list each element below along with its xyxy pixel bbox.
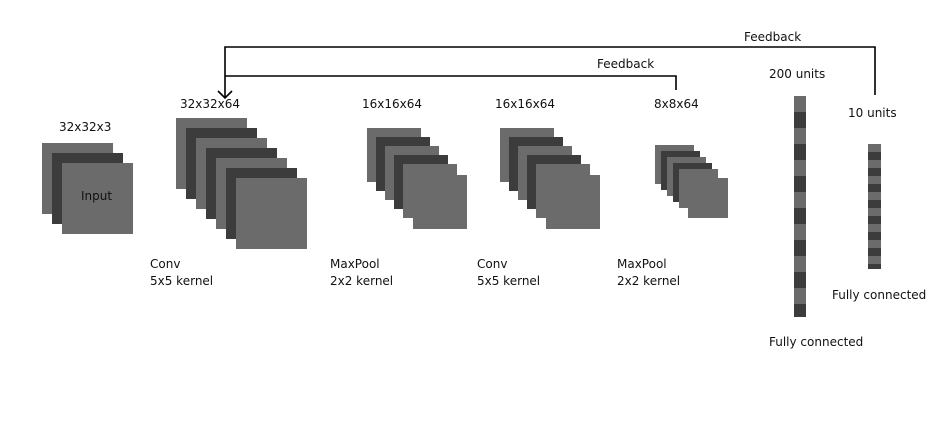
conv1-caption: Conv 5x5 kernel	[150, 257, 214, 288]
feedback-arrowhead-icon	[217, 90, 233, 100]
layer-pool1	[367, 128, 467, 229]
feedback-outer-label: Feedback	[744, 30, 802, 44]
pool1-dims-label: 16x16x64	[362, 97, 423, 111]
fc1-segment	[794, 96, 806, 112]
fc1-segment	[794, 192, 806, 208]
fc2-segment	[868, 208, 881, 216]
conv2-slice	[546, 175, 600, 229]
fc2-segment	[868, 216, 881, 224]
fc1-segment	[794, 240, 806, 256]
conv1-slice	[236, 178, 307, 249]
pool1-slice	[413, 175, 467, 229]
fc2-segment	[868, 264, 881, 269]
input-name-label: Input	[81, 189, 113, 203]
fc1-segment	[794, 144, 806, 160]
layer-conv1	[176, 118, 307, 249]
fc1-segment	[794, 112, 806, 128]
input-slice	[62, 163, 133, 234]
layer-input	[42, 143, 133, 234]
feedback-inner-line	[225, 75, 677, 90]
conv1-dims-label: 32x32x64	[180, 97, 241, 111]
fc2-segment	[868, 168, 881, 176]
layer-conv2	[500, 128, 600, 229]
pool1-caption: MaxPool 2x2 kernel	[330, 257, 394, 288]
feedback-inner-label: Feedback	[597, 57, 655, 71]
fc2-segment	[868, 192, 881, 200]
fc2-segment	[868, 240, 881, 248]
fc1-segment	[794, 160, 806, 176]
conv2-dims-label: 16x16x64	[495, 97, 556, 111]
fc2-segment	[868, 200, 881, 208]
fc2-segment	[868, 248, 881, 256]
fc2-segment	[868, 152, 881, 160]
fc1-segment	[794, 304, 806, 317]
fc2-caption: Fully connected	[832, 288, 927, 302]
fc1-caption: Fully connected	[769, 335, 864, 349]
layer-pool2	[655, 145, 728, 218]
layer-fc1	[794, 96, 806, 317]
feedback-outer-line	[224, 46, 876, 98]
pool2-caption: MaxPool 2x2 kernel	[617, 257, 681, 288]
fc2-units-label: 10 units	[848, 106, 897, 120]
fc1-segment	[794, 128, 806, 144]
fc2-segment	[868, 144, 881, 152]
fc1-segment	[794, 176, 806, 192]
fc2-segment	[868, 184, 881, 192]
pool2-slice	[688, 178, 728, 218]
layer-fc2	[868, 144, 881, 269]
input-dims-label: 32x32x3	[59, 120, 112, 134]
fc1-segment	[794, 272, 806, 288]
fc2-segment	[868, 176, 881, 184]
fc1-segment	[794, 288, 806, 304]
fc2-segment	[868, 224, 881, 232]
fc1-segment	[794, 208, 806, 224]
fc2-segment	[868, 160, 881, 168]
fc1-units-label: 200 units	[769, 67, 826, 81]
fc2-segment	[868, 232, 881, 240]
fc1-segment	[794, 224, 806, 240]
pool2-dims-label: 8x8x64	[654, 97, 699, 111]
fc2-segment	[868, 256, 881, 264]
conv2-caption: Conv 5x5 kernel	[477, 257, 541, 288]
fc1-segment	[794, 256, 806, 272]
